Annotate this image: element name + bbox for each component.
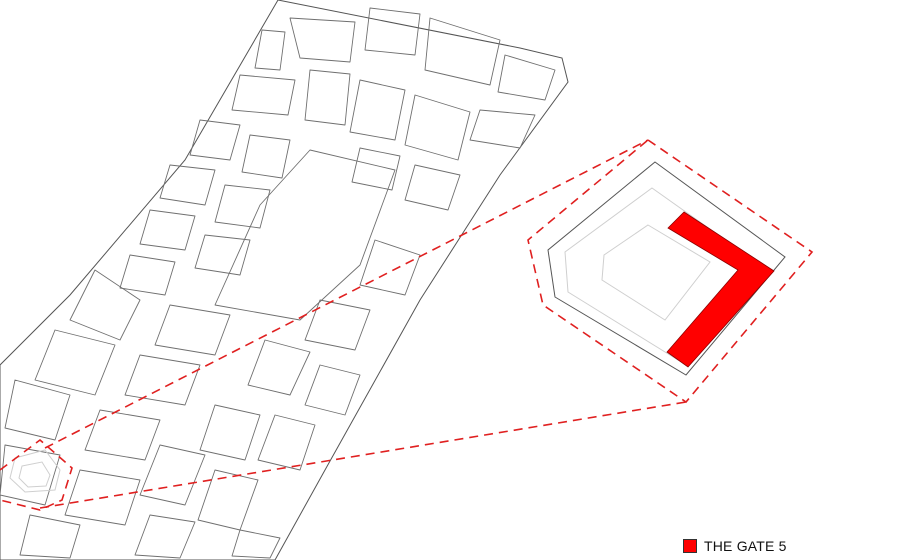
city-blocks	[0, 7, 556, 559]
detail-callout-outline	[527, 138, 814, 404]
callout-line-upper	[44, 139, 649, 449]
callout-line-lower	[39, 401, 687, 509]
site-inner-outline	[564, 187, 763, 361]
site-inset	[9, 449, 61, 493]
map-legend: THE GATE 5	[683, 538, 787, 554]
site-courtyard-outline	[601, 224, 711, 321]
gate-5-building[interactable]	[666, 211, 775, 368]
legend-label: THE GATE 5	[704, 538, 787, 554]
legend-swatch-icon	[683, 539, 697, 553]
district-outline	[0, 0, 569, 560]
inset-callout-outline	[0, 438, 73, 511]
site-parcel-outline	[547, 161, 786, 376]
